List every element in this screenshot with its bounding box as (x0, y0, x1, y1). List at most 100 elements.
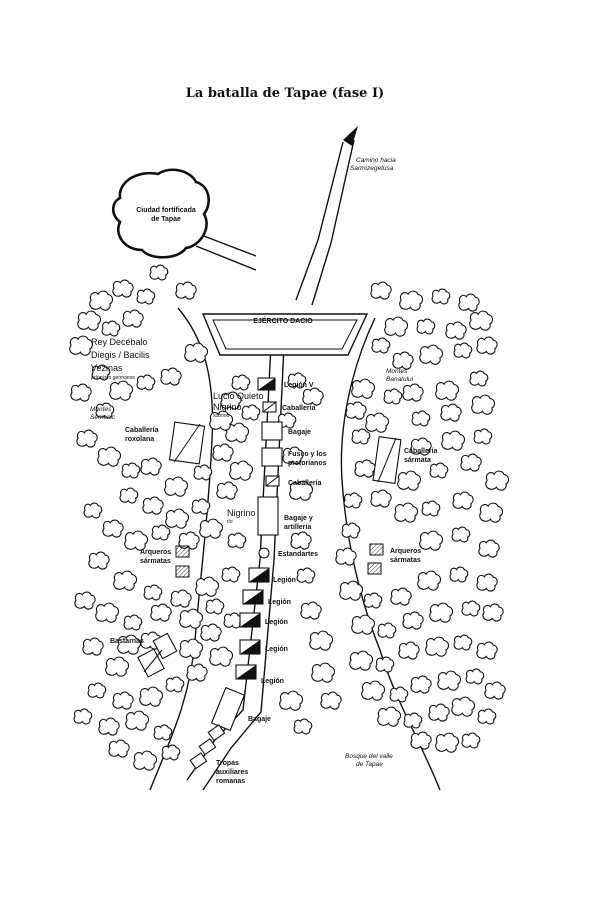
tree-bush-icon (363, 592, 383, 609)
column-unit-legion: Legión (248, 567, 296, 584)
tree-bush-icon (484, 681, 506, 700)
tree-bush-icon (112, 691, 134, 710)
tree-bush-icon (209, 646, 234, 667)
column-unit-label: Legión (273, 577, 296, 584)
column-unit-label: auxiliares (216, 769, 248, 776)
tree-bush-icon (70, 383, 92, 402)
legion-fill (240, 613, 260, 627)
tree-bush-icon (140, 457, 162, 476)
forest-label-1: Bosque del valle (345, 753, 393, 760)
tree-bush-icon (199, 518, 224, 539)
tree-bush-icon (399, 290, 424, 311)
sarmatian-cavalry-label-1: Caballería (404, 448, 438, 455)
column-unit-label: Estandartes (278, 551, 318, 558)
tree-bush-icon (309, 630, 334, 651)
column-unit-label: pretorianos (288, 460, 327, 467)
tree-bush-icon (109, 380, 134, 401)
tree-bush-icon (465, 668, 485, 685)
tree-bush-icon (165, 508, 190, 529)
tree-bush-icon (383, 388, 403, 405)
tree-bush-icon (341, 522, 361, 539)
tree-bush-icon (449, 566, 469, 583)
tree-bush-icon (435, 732, 460, 753)
tree-bush-icon (417, 570, 442, 591)
legion-fill (258, 378, 275, 390)
tree-bush-icon (195, 576, 220, 597)
column-unit-label: Caballería (288, 480, 322, 487)
column-unit-legion: Legión (235, 664, 284, 685)
tree-bush-icon (279, 690, 304, 711)
mountains-left-label-1: Montes (90, 406, 112, 413)
tree-bush-icon (98, 717, 120, 736)
column-unit-cavalry: Caballería (265, 475, 322, 487)
tree-bush-icon (209, 410, 234, 431)
tree-bush-icon (117, 634, 142, 655)
tree-bush-icon (345, 401, 367, 420)
column-unit-circle: Estandartes (258, 547, 318, 559)
cavalry-diagonal (265, 475, 280, 487)
column-unit-label: Legión V (284, 382, 314, 389)
tree-bush-icon (186, 663, 208, 682)
tree-bush-icon (136, 288, 156, 305)
auxiliary-unit (207, 724, 226, 742)
unit-block (261, 447, 283, 467)
archers-right-unit-2 (367, 562, 382, 575)
tree-bush-icon (225, 422, 250, 443)
tree-bush-icon (113, 570, 138, 591)
sarmatian-cavalry-label-2: sármata (404, 457, 431, 464)
lucio-label: Lucio Quieto (213, 391, 264, 401)
tree-bush-icon (296, 567, 316, 584)
bastarnae-unit-2 (152, 632, 178, 660)
tree-bush-icon (397, 470, 422, 491)
tree-bush-icon (119, 487, 139, 504)
tree-bush-icon (440, 403, 462, 422)
tree-bush-icon (354, 459, 376, 478)
tree-bush-icon (293, 718, 313, 735)
tree-bush-icon (429, 462, 449, 479)
tree-bush-icon (469, 310, 494, 331)
tree-bush-icon (410, 437, 432, 456)
tree-bush-icon (458, 293, 480, 312)
sarmatian-cavalry-diagonal (377, 437, 397, 483)
tree-bush-icon (76, 429, 98, 448)
tree-bush-icon (453, 634, 473, 651)
tree-bush-icon (445, 321, 467, 340)
tree-bush-icon (476, 336, 498, 355)
tree-bush-icon (389, 686, 409, 703)
tree-bush-icon (161, 744, 181, 761)
tree-bush-icon (370, 489, 392, 508)
right-labels: Montes Banatului Caballería sármata Arqu… (345, 368, 438, 768)
column-unit-legion: Legión V (257, 377, 314, 391)
tree-bush-icon (150, 603, 172, 622)
tree-bush-icon (179, 608, 204, 629)
tree-bush-icon (122, 309, 144, 328)
tree-bush-icon (231, 374, 251, 391)
tree-bush-icon (375, 656, 395, 673)
tree-bush-icon (410, 675, 432, 694)
tree-bush-icon (95, 402, 115, 419)
tree-bush-icon (377, 622, 397, 639)
tree-bush-icon (371, 337, 391, 354)
tree-bush-icon (370, 281, 392, 300)
tree-bush-icon (460, 453, 482, 472)
tree-bush-icon (200, 623, 222, 642)
archers-left-unit-2 (175, 565, 190, 578)
tree-bush-icon (95, 602, 120, 623)
tree-bush-icon (365, 412, 390, 433)
unit-block (261, 421, 283, 441)
dacian-army: EJÉRCITO DACIO (201, 313, 369, 356)
tree-bush-icon (425, 636, 450, 657)
tree-bush-icon (403, 712, 423, 729)
tree-bush-icon (429, 602, 454, 623)
column-unit-label: Bagaje (288, 429, 311, 436)
tree-bush-icon (351, 428, 371, 445)
tree-bush-icon (441, 430, 466, 451)
column-unit-tall: Bagaje (210, 686, 271, 732)
tree-bush-icon (170, 589, 192, 608)
sobrino-label: sobrino (213, 413, 230, 419)
tree-bush-icon (282, 446, 304, 465)
dacian-army-label: EJÉRCITO DACIO (253, 316, 313, 325)
tree-bush-icon (97, 446, 122, 467)
